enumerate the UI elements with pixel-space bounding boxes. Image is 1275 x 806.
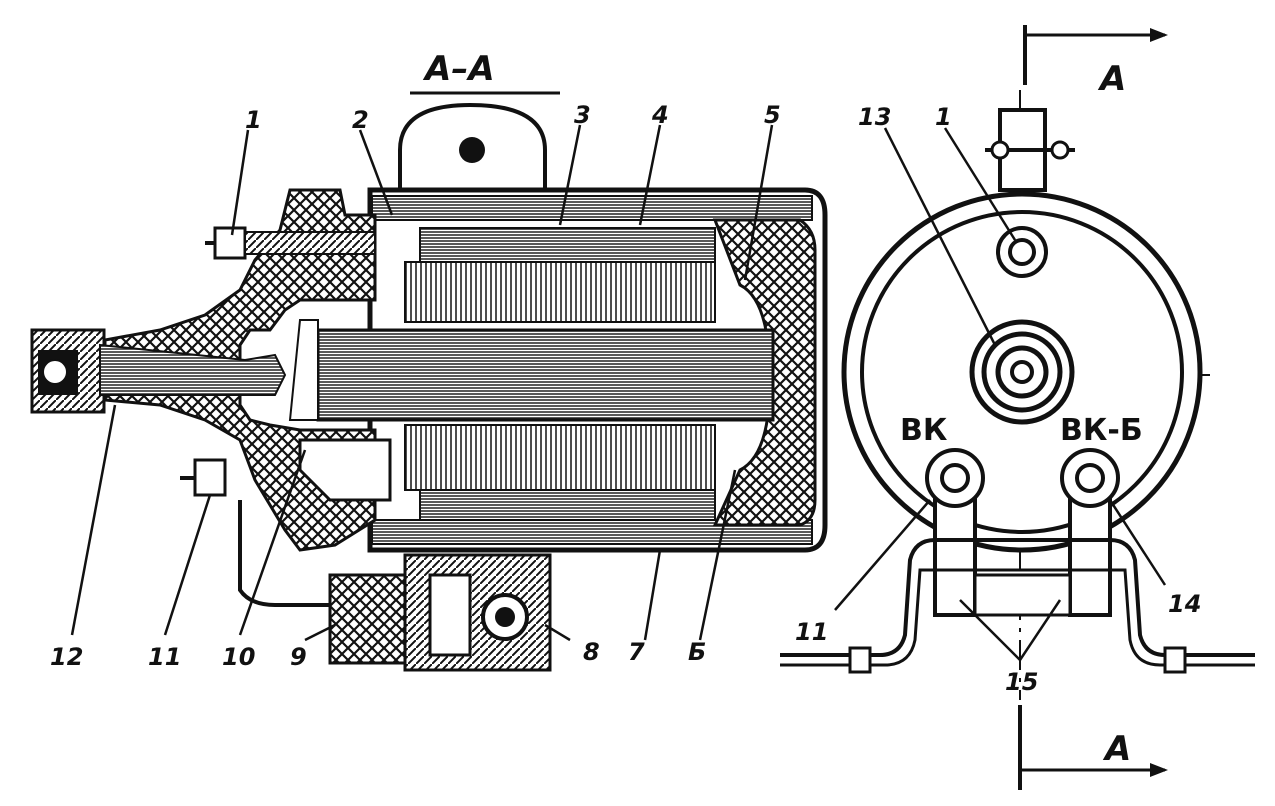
primary-winding-top [404, 261, 716, 323]
callout-9: 9 [290, 643, 307, 671]
secondary-winding-top [419, 227, 716, 263]
callout-leaders [70, 124, 774, 642]
callout-8: 8 [583, 638, 600, 666]
terminal-vk-b [1060, 448, 1120, 617]
cut-line-bottom [1018, 705, 1168, 790]
end-insulator [712, 218, 817, 527]
magnetic-core [316, 328, 775, 422]
primary-winding-bottom [404, 424, 716, 491]
callout-leaders-right [834, 127, 1167, 661]
top-ear [985, 108, 1075, 192]
top-terminal-nut [996, 226, 1048, 278]
callout-12: 12 [50, 643, 83, 671]
callout-6: Б [688, 638, 706, 666]
callout-7: 7 [628, 638, 645, 666]
cut-line-top [1023, 25, 1168, 85]
high-voltage-terminal [30, 328, 287, 414]
additional-resistor [328, 573, 412, 665]
callout-1-right: 1 [935, 103, 952, 131]
section-title: А–А [422, 49, 495, 89]
mounting-ear [398, 102, 547, 195]
lead-wire [238, 500, 330, 607]
callout-5: 5 [764, 101, 781, 129]
callout-1: 1 [245, 106, 262, 134]
resistor-bracket [403, 553, 552, 672]
callout-4: 4 [651, 101, 669, 129]
callout-11-right: 11 [795, 618, 828, 646]
case-top-wall [371, 195, 813, 221]
terminal-bolt-bottom [180, 458, 227, 497]
end-view: А А [780, 25, 1255, 790]
cut-label-bottom: А [1102, 729, 1131, 769]
callout-2: 2 [352, 106, 369, 134]
central-hv-terminal [969, 319, 1075, 425]
secondary-winding-bottom [419, 489, 716, 521]
mounting-bracket [780, 538, 1255, 657]
callout-11: 11 [148, 643, 181, 671]
callout-13: 13 [858, 103, 891, 131]
label-vk-b: ВК-Б [1060, 413, 1143, 448]
section-view: А–А 1 2 3 4 5 12 11 10 9 8 7 Б [30, 49, 828, 672]
label-vk: ВК [900, 413, 948, 448]
coil-inner-circle [860, 210, 1184, 534]
callout-10: 10 [222, 643, 255, 671]
cut-label-top: А [1097, 59, 1126, 99]
terminal-vk [925, 448, 985, 617]
terminal-bolt-top [205, 226, 376, 260]
terminal-plate [973, 573, 1072, 617]
callout-14: 14 [1168, 590, 1201, 618]
callout-15: 15 [1005, 668, 1038, 696]
callout-3: 3 [574, 101, 591, 129]
